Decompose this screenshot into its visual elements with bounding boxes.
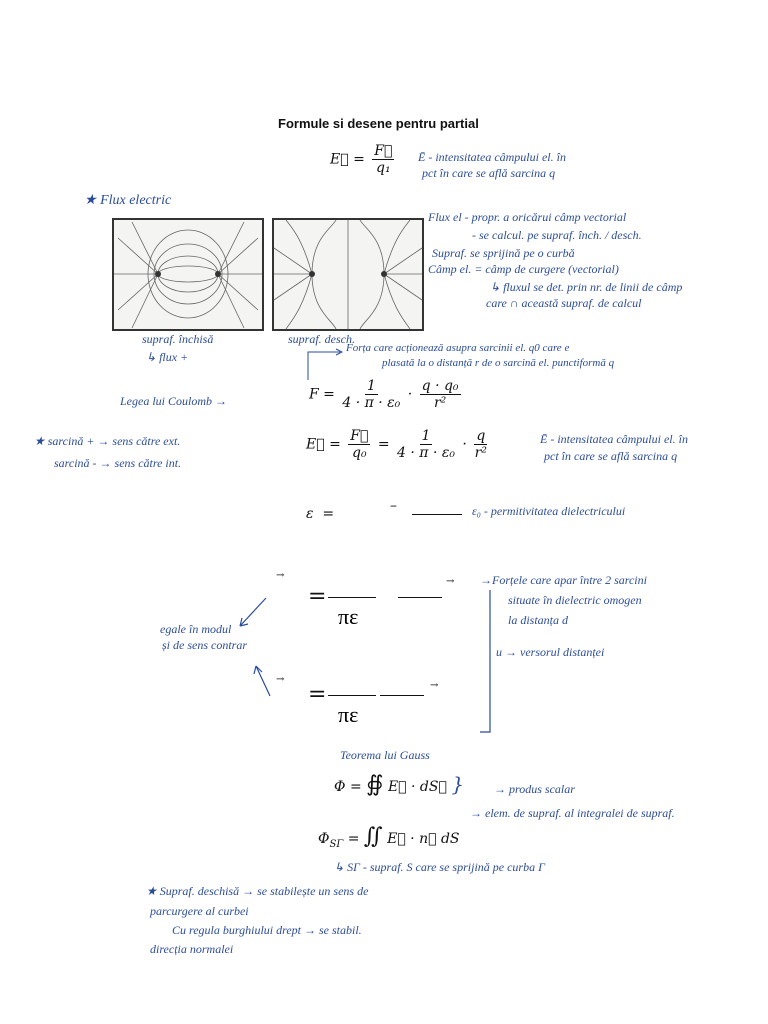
note: pct în care se află sarcina q xyxy=(544,449,678,463)
note: Cu regula burghiului drept → se stabil. xyxy=(172,923,362,937)
charge-icon xyxy=(309,271,315,277)
note: Forța care acționează asupra sarcinii el… xyxy=(346,342,570,354)
formula-gauss: Φ = ∯ E⃗ · dS⃗ } xyxy=(334,772,465,797)
vector-arrow: → xyxy=(446,576,455,587)
open-surface-field-diagram xyxy=(272,218,424,331)
note: Câmp el. = câmp de curgere (vectorial) xyxy=(428,262,619,276)
fraction-line xyxy=(412,514,462,515)
note: u → versorul distanței xyxy=(496,645,605,659)
note: ↳ flux + xyxy=(146,350,189,364)
note: și de sens contrar xyxy=(162,638,247,652)
note: situate în dielectric omogen xyxy=(508,593,642,607)
vector-arrow: → xyxy=(276,570,285,581)
note: → elem. de supraf. al integralei de supr… xyxy=(470,806,675,820)
note: ★ sarcină + → sens către ext. xyxy=(34,434,181,448)
note: Legea lui Coulomb → xyxy=(120,394,227,408)
closed-surface-field-diagram xyxy=(112,218,264,331)
annotation-arrows xyxy=(239,590,491,733)
page-title: Formule si desene pentru partial xyxy=(278,116,479,131)
note: ↳ fluxul se det. prin nr. de linii de câ… xyxy=(490,280,683,294)
charge-icon xyxy=(155,271,161,277)
fraction-line xyxy=(328,597,376,598)
vector-arrow: → xyxy=(276,674,285,685)
note: direcția normalei xyxy=(150,942,234,956)
note: → produs scalar xyxy=(494,782,575,796)
formula-permittivity: ε = xyxy=(306,506,335,522)
note: ★ Supraf. deschisă → se stabilește un se… xyxy=(146,884,369,898)
charge-icon xyxy=(381,271,387,277)
fraction-line xyxy=(328,695,376,696)
note: ε₀ - permitivitatea dielectricului xyxy=(472,504,626,518)
note: Ē - intensitatea câmpului el. în xyxy=(418,150,566,164)
fraction-line xyxy=(398,597,442,598)
note: egale în modul xyxy=(160,622,232,636)
note: pct în care se află sarcina q xyxy=(422,166,556,180)
note: sarcină - → sens către int. xyxy=(54,456,182,470)
note: Ē - intensitatea câmpului el. în xyxy=(540,432,688,446)
note: Teorema lui Gauss xyxy=(340,748,430,762)
note: care ∩ această supraf. de calcul xyxy=(486,296,642,310)
note: supraf. desch. xyxy=(288,332,355,346)
formula-flux-surface: ΦSΓ = ∬ E⃗ · n⃗ dS xyxy=(318,824,460,850)
note: Supraf. se sprijină pe o curbă xyxy=(432,246,575,260)
note: Flux el - propr. a oricărui câmp vectori… xyxy=(428,210,627,224)
fraction-line xyxy=(380,695,424,696)
pi-epsilon: πε xyxy=(338,702,359,727)
note: parcurgere al curbei xyxy=(150,904,249,918)
note: la distanța d xyxy=(508,613,569,627)
note: plasată la o distanță r de o sarcină el.… xyxy=(382,357,615,369)
vector-arrow: → xyxy=(430,680,439,691)
note: →Forțele care apar între 2 sarcini xyxy=(480,573,647,587)
equals-sign: = xyxy=(308,682,327,707)
formula-e-field: E⃗ = F⃗q₁ xyxy=(330,143,395,176)
arrow-icon xyxy=(307,348,344,380)
equals-sign: = xyxy=(308,584,327,609)
note: supraf. închisă xyxy=(142,332,214,346)
flux-heading: ★ Flux electric xyxy=(84,193,172,208)
note: ↳ SΓ - supraf. S care se sprijină pe cur… xyxy=(334,860,545,874)
charge-icon xyxy=(215,271,221,277)
minus-sign: – xyxy=(390,498,397,514)
pi-epsilon: πε xyxy=(338,604,359,629)
note: - se calcul. pe supraf. înch. / desch. xyxy=(472,228,642,242)
